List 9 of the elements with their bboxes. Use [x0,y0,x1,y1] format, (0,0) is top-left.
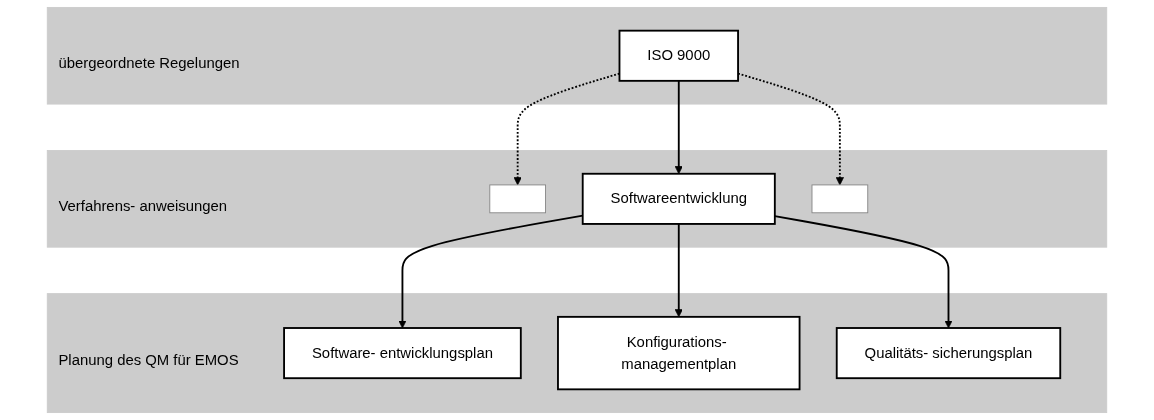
node-box: Konfigurations- managementplan [557,315,801,391]
node-box [811,184,869,214]
node-box [489,184,546,214]
node-box: Softwareentwicklung [581,172,776,225]
node-box: Qualitäts- sicherungsplan [835,327,1062,380]
arrow [674,223,683,318]
arrow [674,79,683,175]
node-box: Software- entwicklungsplan [283,327,522,380]
node-box: ISO 9000 [618,29,739,82]
